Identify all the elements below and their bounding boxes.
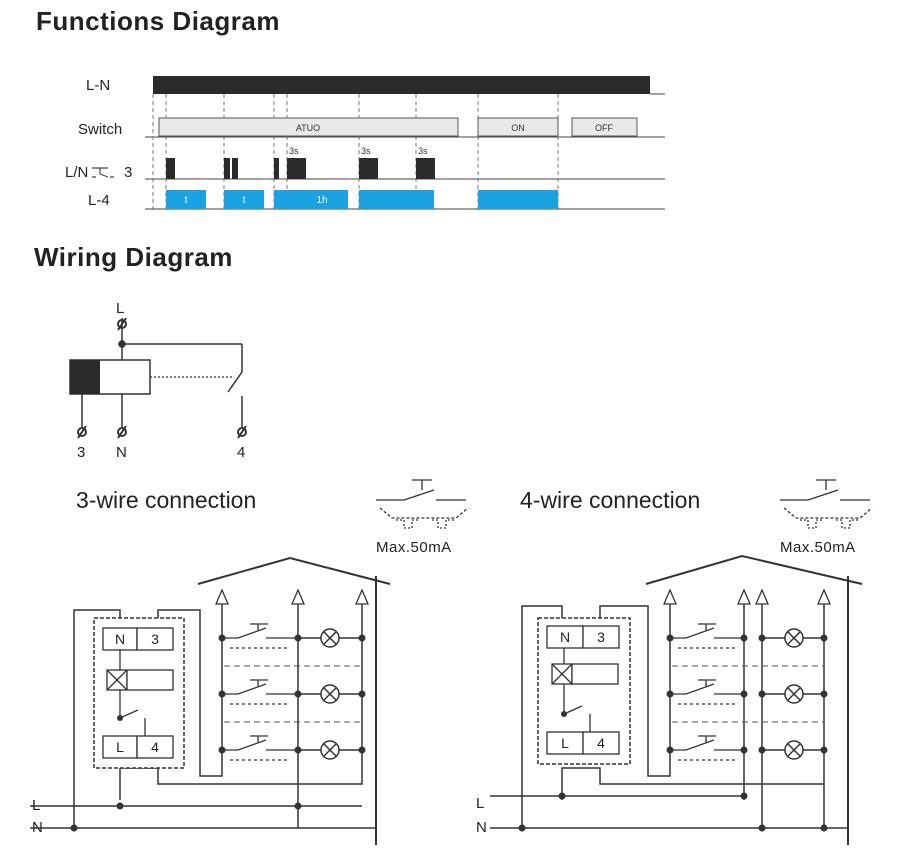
switch-mode-auto-label: ATUO: [296, 123, 320, 133]
three-wire-house: [197, 556, 391, 845]
device-terminal-4: 4: [597, 735, 605, 751]
switch-mode-off-label: OFF: [595, 123, 613, 133]
device-terminal-l: L: [561, 735, 569, 751]
terminal-label-4: 4: [237, 444, 245, 461]
three-wire-dashed-separators: [224, 665, 362, 723]
four-wire-title: 4-wire connection: [520, 487, 700, 513]
three-wire-circuit: [30, 592, 376, 829]
pulse-long: [416, 158, 435, 179]
switch-mode-on: [477, 117, 559, 137]
device-terminal-3: 3: [597, 629, 605, 645]
four-wire-max-current: Max.50mA: [780, 539, 856, 556]
four-wire-line-n: N: [476, 819, 487, 836]
pulse-short: [166, 158, 175, 179]
four-wire-arrows: [663, 588, 831, 605]
four-wire-dashed-separators: [672, 665, 824, 723]
three-wire-pushbuttons: [222, 623, 298, 761]
terminal-label-n: N: [116, 444, 127, 461]
three-wire-line-l: L: [32, 797, 40, 814]
four-wire-device: [537, 617, 631, 765]
three-wire-junctions: [70, 634, 366, 832]
pulse-duration-label: 3s: [361, 146, 371, 156]
pulse-short: [224, 158, 230, 179]
supply-bar: [153, 76, 650, 94]
row-label-ln: L-N: [86, 77, 110, 94]
switch-mode-auto: [158, 117, 459, 137]
lamp-icon: [320, 628, 340, 760]
terminal-label-l: L: [116, 300, 124, 317]
pulse-long: [287, 158, 306, 179]
output-duration-label: 1h: [316, 195, 327, 206]
functions-diagram: L-N Switch L/N 3 L-4 ATUO O: [65, 76, 665, 212]
pulse-blocks: [166, 158, 435, 179]
pushbutton-legend-icon: [780, 479, 873, 529]
row-label-output: L-4: [88, 192, 110, 209]
three-wire-line-n: N: [32, 819, 43, 836]
four-wire-house: [645, 554, 863, 845]
three-wire-device: [93, 617, 185, 769]
output-blocks: [166, 190, 558, 209]
pulse-duration-label: 3s: [289, 146, 299, 156]
switch-mode-off: [571, 117, 638, 137]
terminal-screw-icons: [77, 317, 247, 439]
row-label-pulse-suffix: 3: [124, 164, 132, 181]
device-terminal-4: 4: [151, 739, 159, 755]
pushbutton-symbol-icon: [92, 167, 114, 178]
four-wire-junctions: [518, 634, 828, 832]
terminal-label-3: 3: [77, 444, 85, 461]
pulse-short: [274, 158, 279, 179]
device-terminal-l: L: [116, 739, 124, 755]
switch-mode-on-label: ON: [511, 123, 525, 133]
output-on: [274, 190, 348, 209]
four-wire-pushbuttons: [670, 623, 744, 761]
three-wire-arrows: [215, 588, 369, 605]
pulse-short: [232, 158, 238, 179]
output-duration-label: t: [243, 195, 246, 206]
device-terminal-n: N: [560, 629, 570, 645]
three-wire-max-current: Max.50mA: [376, 539, 452, 556]
output-on: [359, 190, 434, 209]
output-on: [478, 190, 558, 209]
pushbutton-legend-icon: [376, 479, 469, 529]
four-wire-line-l: L: [476, 795, 484, 812]
three-wire-title: 3-wire connection: [76, 487, 256, 513]
output-on: [224, 190, 264, 209]
output-on: [166, 190, 206, 209]
device-terminal-3: 3: [151, 631, 159, 647]
functions-diagram-heading: Functions Diagram: [36, 6, 280, 36]
pulse-long: [359, 158, 378, 179]
device-terminal-n: N: [115, 631, 125, 647]
lamp-icon: [784, 628, 804, 760]
relay-symbol: [69, 318, 243, 428]
pulse-duration-label: 3s: [418, 146, 428, 156]
row-label-switch: Switch: [78, 121, 122, 138]
output-duration-label: t: [185, 195, 188, 206]
row-label-pulse: L/N: [65, 164, 88, 181]
wiring-diagram-heading: Wiring Diagram: [34, 242, 233, 272]
